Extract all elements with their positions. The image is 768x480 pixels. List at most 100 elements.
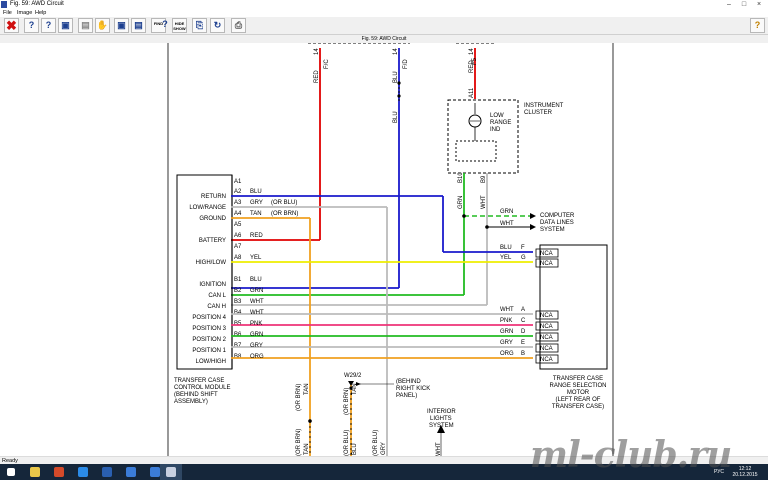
splice-dot-mid	[397, 94, 401, 98]
view-button[interactable]: ▣	[58, 18, 73, 33]
cluster-wire-wht: WHT	[481, 195, 487, 209]
menu-help[interactable]: Help	[35, 10, 47, 16]
taskbar-app-1[interactable]	[96, 464, 118, 480]
fit-button[interactable]: ▤	[131, 18, 146, 33]
pin-b8: B8	[234, 354, 242, 360]
help-topic-button[interactable]: ?	[41, 18, 56, 33]
motor-nca-2: NCA	[540, 261, 553, 267]
app-icon	[1, 1, 7, 8]
top-wire-2-color: BLU	[393, 71, 399, 83]
module-pins: A1 A2 A3 A4 A5 A6 A7 A8 B1 B2 B3 B4 B5 B…	[234, 179, 242, 360]
menu-bar: File Image Help	[0, 9, 768, 17]
svg-text:(LEFT REAR OF: (LEFT REAR OF	[556, 397, 601, 403]
svg-text:GRY: GRY	[250, 343, 263, 349]
language-indicator[interactable]: РУС	[713, 469, 724, 475]
window-title: Fig. 59: AWD Circuit	[10, 1, 64, 7]
splice-w29-icon	[348, 381, 354, 386]
cluster-title-2: CLUSTER	[524, 110, 553, 116]
motor-pin-2: G	[521, 255, 526, 261]
motor-wire-6: GRY	[500, 340, 513, 346]
computer-wire-grn: GRN	[500, 209, 513, 215]
taskbar-active-app[interactable]	[160, 464, 182, 480]
motor-nca-7: NCA	[540, 357, 553, 363]
minimize-icon[interactable]: –	[727, 1, 731, 8]
hide-show-button[interactable]: HIDE SHOW	[172, 18, 187, 33]
splice-note-2: RIGHT KICK	[396, 386, 430, 392]
print-preview-button[interactable]: ▤	[78, 18, 93, 33]
motor-nca-5: NCA	[540, 335, 553, 341]
pin-a5: A5	[234, 222, 242, 228]
fn-low-high: LOW/HIGH	[196, 359, 226, 365]
motor-nca-4: NCA	[540, 324, 553, 330]
clock-date: 20.12.2015	[732, 472, 758, 478]
svg-text:GRY: GRY	[250, 200, 263, 206]
taskbar: РУС 12:12 20.12.2015	[0, 464, 768, 480]
pin-b3: B3	[234, 299, 242, 305]
top-wire-1-gauge: 14	[314, 48, 320, 55]
context-help-button[interactable]: ?	[24, 18, 39, 33]
module-label-1: TRANSFER CASE	[174, 378, 224, 384]
module-label-4: ASSEMBLY)	[174, 399, 208, 405]
lamp-label-2: RANGE	[490, 120, 511, 126]
fn-position-3: POSITION 3	[192, 326, 226, 332]
top-wire-3-gauge: 14	[469, 48, 475, 55]
pan-button[interactable]: ✋	[95, 18, 110, 33]
fn-can-h: CAN H	[207, 304, 226, 310]
taskbar-app-3[interactable]	[144, 464, 166, 480]
module-label-2: CONTROL MODULE	[174, 385, 230, 391]
about-button[interactable]: ?	[750, 18, 765, 33]
taskbar-explorer[interactable]	[24, 464, 46, 480]
splice-dot-top	[397, 81, 401, 85]
svg-text:RANGE SELECTION: RANGE SELECTION	[549, 383, 606, 389]
svg-text:GRY: GRY	[381, 442, 387, 455]
module-wire-labels: BLU GRY (OR BLU) TAN (OR BRN) RED YEL BL…	[250, 189, 298, 360]
menu-image[interactable]: Image	[17, 10, 33, 16]
interior-label-2: LIGHTS	[430, 416, 452, 422]
clock[interactable]: 12:12 20.12.2015	[730, 466, 760, 478]
taskbar-app-2[interactable]	[120, 464, 142, 480]
pin-a7: A7	[234, 244, 242, 250]
splice-wht	[485, 225, 489, 229]
svg-text:GRN: GRN	[250, 332, 263, 338]
menu-file[interactable]: File	[3, 10, 12, 16]
top-wire-1-conn: F/C	[324, 59, 330, 69]
find-button[interactable]: FIND	[151, 18, 166, 33]
interior-label-1: INTERIOR	[427, 409, 456, 415]
motor-nca-1: NCA	[540, 251, 553, 257]
cluster-wire-grn: GRN	[458, 196, 464, 209]
zoom-button[interactable]: ▣	[114, 18, 129, 33]
find-icon: ?	[162, 19, 168, 29]
taskbar-mail[interactable]	[48, 464, 70, 480]
start-button[interactable]	[0, 464, 22, 480]
module-functions: RETURN LOW/RANGE GROUND BATTERY HIGH/LOW…	[189, 194, 226, 365]
motor-box	[539, 244, 608, 370]
exit-button[interactable]: ✖	[4, 18, 19, 33]
taskbar-store[interactable]	[72, 464, 94, 480]
fn-ignition: IGNITION	[199, 282, 226, 288]
pin-a2: A2	[234, 189, 242, 195]
diagram-canvas[interactable]: RED 14 F/C BLU 14 F/D BLU RED 14 F5 INST…	[0, 43, 768, 456]
status-bar: Ready	[0, 456, 768, 464]
copy-button[interactable]: ⎘	[192, 18, 207, 33]
top-wire-2-gauge: 14	[393, 48, 399, 55]
svg-text:TRANSFER CASE): TRANSFER CASE)	[552, 404, 604, 410]
cluster-pin-b10: B10	[458, 172, 464, 183]
svg-text:WHT: WHT	[250, 310, 264, 316]
pin-b7: B7	[234, 343, 242, 349]
motor-pin-1: F	[521, 245, 525, 251]
refresh-button[interactable]: ↻	[210, 18, 225, 33]
motor-wire-2: YEL	[500, 255, 512, 261]
print-icon[interactable]: ⎙	[231, 18, 246, 33]
svg-text:BLU: BLU	[352, 443, 358, 455]
maximize-icon[interactable]: □	[741, 1, 747, 8]
title-bar: Fig. 59: AWD Circuit – □ ×	[0, 0, 768, 9]
bottom-wire-labels: (OR BRN) TAN (OR BRN) TAN (OR BRN) TAN (…	[296, 383, 442, 456]
interior-label-3: SYSTEM	[429, 423, 454, 429]
close-icon[interactable]: ×	[756, 1, 762, 8]
pin-b5: B5	[234, 321, 242, 327]
motor-nca-3: NCA	[540, 313, 553, 319]
svg-text:MOTOR: MOTOR	[567, 390, 590, 396]
pin-a8: A8	[234, 255, 242, 261]
motor-rows: BLU F NCA YEL G NCA WHT A NCA PNK C NCA …	[500, 245, 553, 363]
